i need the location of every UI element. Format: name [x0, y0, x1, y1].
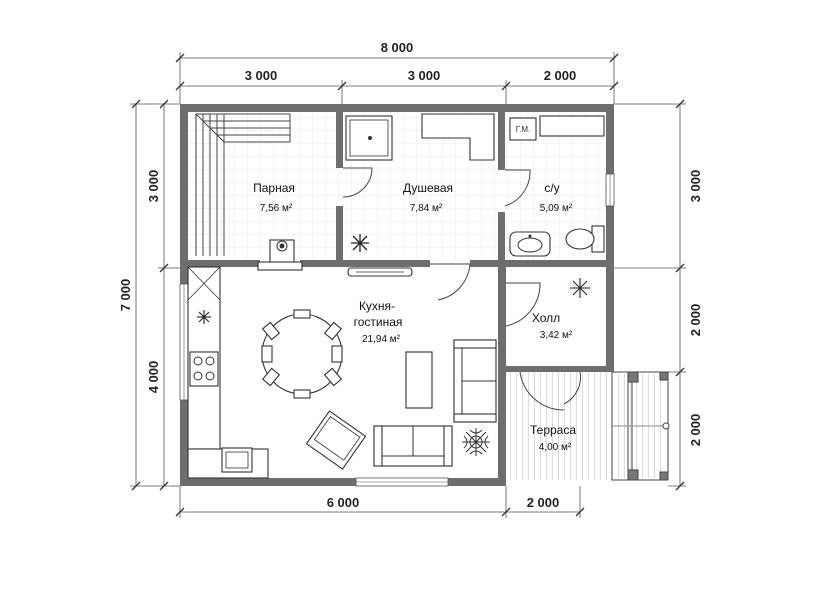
- room-name-shower: Душевая: [403, 181, 453, 195]
- dim-bottom-1: 6 000: [327, 495, 360, 510]
- room-name-bathroom: с/у: [544, 181, 559, 195]
- terrace-decking: [507, 372, 613, 480]
- dim-left-1: 3 000: [146, 170, 161, 203]
- dim-left-total: 7 000: [118, 279, 133, 312]
- tv-stand: [347, 267, 413, 277]
- room-area-terrace: 4,00 м²: [539, 442, 572, 453]
- room-name-sauna: Парная: [253, 181, 295, 195]
- kitchen-counter: [187, 266, 269, 479]
- kitchen-vent-icon: [197, 310, 211, 324]
- stove: [189, 351, 219, 387]
- room-name-kitchen-2: гостиная: [354, 315, 403, 329]
- plant-icon: [462, 428, 490, 456]
- dim-top-2: 3 000: [408, 68, 441, 83]
- toilet: [565, 225, 605, 253]
- dimension-lines: [130, 52, 686, 518]
- sofa-right: [453, 339, 497, 423]
- sauna-benches: [195, 113, 291, 256]
- boiler-label: Г.М.: [516, 125, 530, 134]
- dining-table: [261, 309, 343, 399]
- dim-left-2: 4 000: [146, 361, 161, 394]
- shower-tray: [345, 115, 393, 161]
- coffee-table: [405, 351, 433, 409]
- dim-bottom-2: 2 000: [527, 495, 560, 510]
- armchair: [305, 410, 367, 470]
- doors: [342, 167, 581, 411]
- dim-top-1: 3 000: [245, 68, 278, 83]
- sauna-stove: [257, 239, 303, 271]
- windows: [179, 173, 615, 487]
- shower-cabinet: [421, 113, 495, 161]
- sink: [509, 231, 551, 257]
- room-area-hall: 3,42 м²: [540, 330, 573, 341]
- dim-top-total: 8 000: [381, 40, 414, 55]
- exterior-walls: [180, 104, 614, 486]
- room-name-terrace: Терраса: [530, 423, 576, 437]
- dimension-labels: 8 000 3 000 3 000 2 000 6 000 2 000 7 00…: [118, 40, 703, 510]
- dim-top-3: 2 000: [544, 68, 577, 83]
- room-area-bathroom: 5,09 м²: [540, 203, 573, 214]
- dim-right-2: 2 000: [688, 304, 703, 337]
- room-labels: Парная 7,56 м² Душевая 7,84 м² с/у 5,09 …: [253, 181, 576, 453]
- room-name-hall: Холл: [532, 311, 560, 325]
- hall-drain-icon: [570, 278, 590, 298]
- dim-right-1: 3 000: [688, 170, 703, 203]
- room-area-shower: 7,84 м²: [410, 203, 443, 214]
- room-area-kitchen: 21,94 м²: [362, 334, 401, 345]
- boiler: Г.М.: [509, 117, 537, 141]
- floor-drain-icon: [351, 234, 369, 252]
- dim-right-3: 2 000: [688, 414, 703, 447]
- terrace-railing: [611, 371, 670, 481]
- sofa-bottom: [373, 425, 453, 467]
- bath-shelf: [539, 115, 605, 137]
- interior-walls: [188, 112, 606, 366]
- room-name-kitchen-1: Кухня-: [359, 299, 395, 313]
- room-area-sauna: 7,56 м²: [260, 203, 293, 214]
